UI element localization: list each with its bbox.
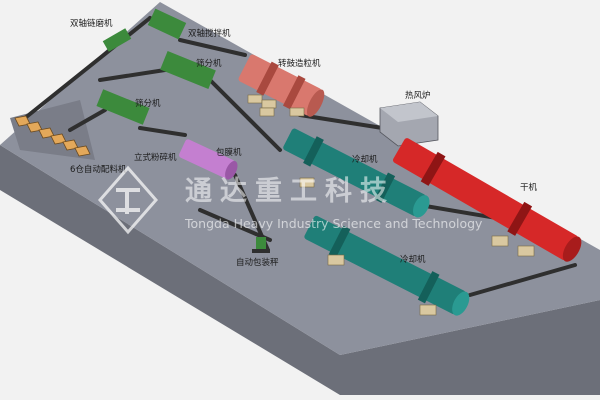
batching-bins bbox=[14, 115, 91, 157]
label-roller-granulator: 转鼓造粒机 bbox=[278, 58, 321, 69]
auto-packing-scale bbox=[252, 237, 270, 253]
label-dryer: 干机 bbox=[520, 182, 538, 193]
screener-left-body bbox=[96, 89, 150, 125]
cooler-top bbox=[283, 128, 430, 218]
label-coating-machine: 包膜机 bbox=[216, 147, 242, 158]
label-hot-air-furnace: 热风炉 bbox=[405, 90, 431, 101]
label-double-shaft-mill: 双轴链磨机 bbox=[70, 18, 113, 29]
watermark-company-cn: 通达重工科技 bbox=[185, 176, 395, 207]
platform-side bbox=[0, 145, 600, 395]
equipment-supports bbox=[299, 177, 535, 316]
label-double-shaft-mixer: 双轴搅拌机 bbox=[188, 28, 231, 39]
granulator bbox=[238, 54, 325, 117]
rotary-dryer bbox=[392, 138, 582, 262]
label-screener-top: 筛分机 bbox=[196, 58, 222, 69]
hot-air-furnace bbox=[379, 101, 439, 147]
screener-top-body bbox=[160, 50, 216, 90]
label-cooler-bottom: 冷却机 bbox=[400, 254, 426, 265]
label-auto-packing-scale: 自动包装秤 bbox=[236, 257, 279, 268]
label-six-bin-batching: 6仓自动配料机 bbox=[70, 164, 127, 175]
cooler-bottom bbox=[304, 215, 470, 316]
coating-machine bbox=[179, 139, 238, 180]
label-cooler-top: 冷却机 bbox=[352, 154, 378, 165]
label-vertical-crusher: 立式粉碎机 bbox=[134, 152, 177, 163]
company-logo bbox=[98, 165, 158, 235]
granulator-supports bbox=[247, 94, 305, 117]
label-screener-left: 筛分机 bbox=[135, 98, 161, 109]
double-shaft-mixer-body bbox=[147, 8, 187, 40]
double-shaft-mill-body bbox=[102, 28, 132, 52]
watermark-company-en: Tongda Heavy Industry Science and Techno… bbox=[184, 216, 483, 231]
